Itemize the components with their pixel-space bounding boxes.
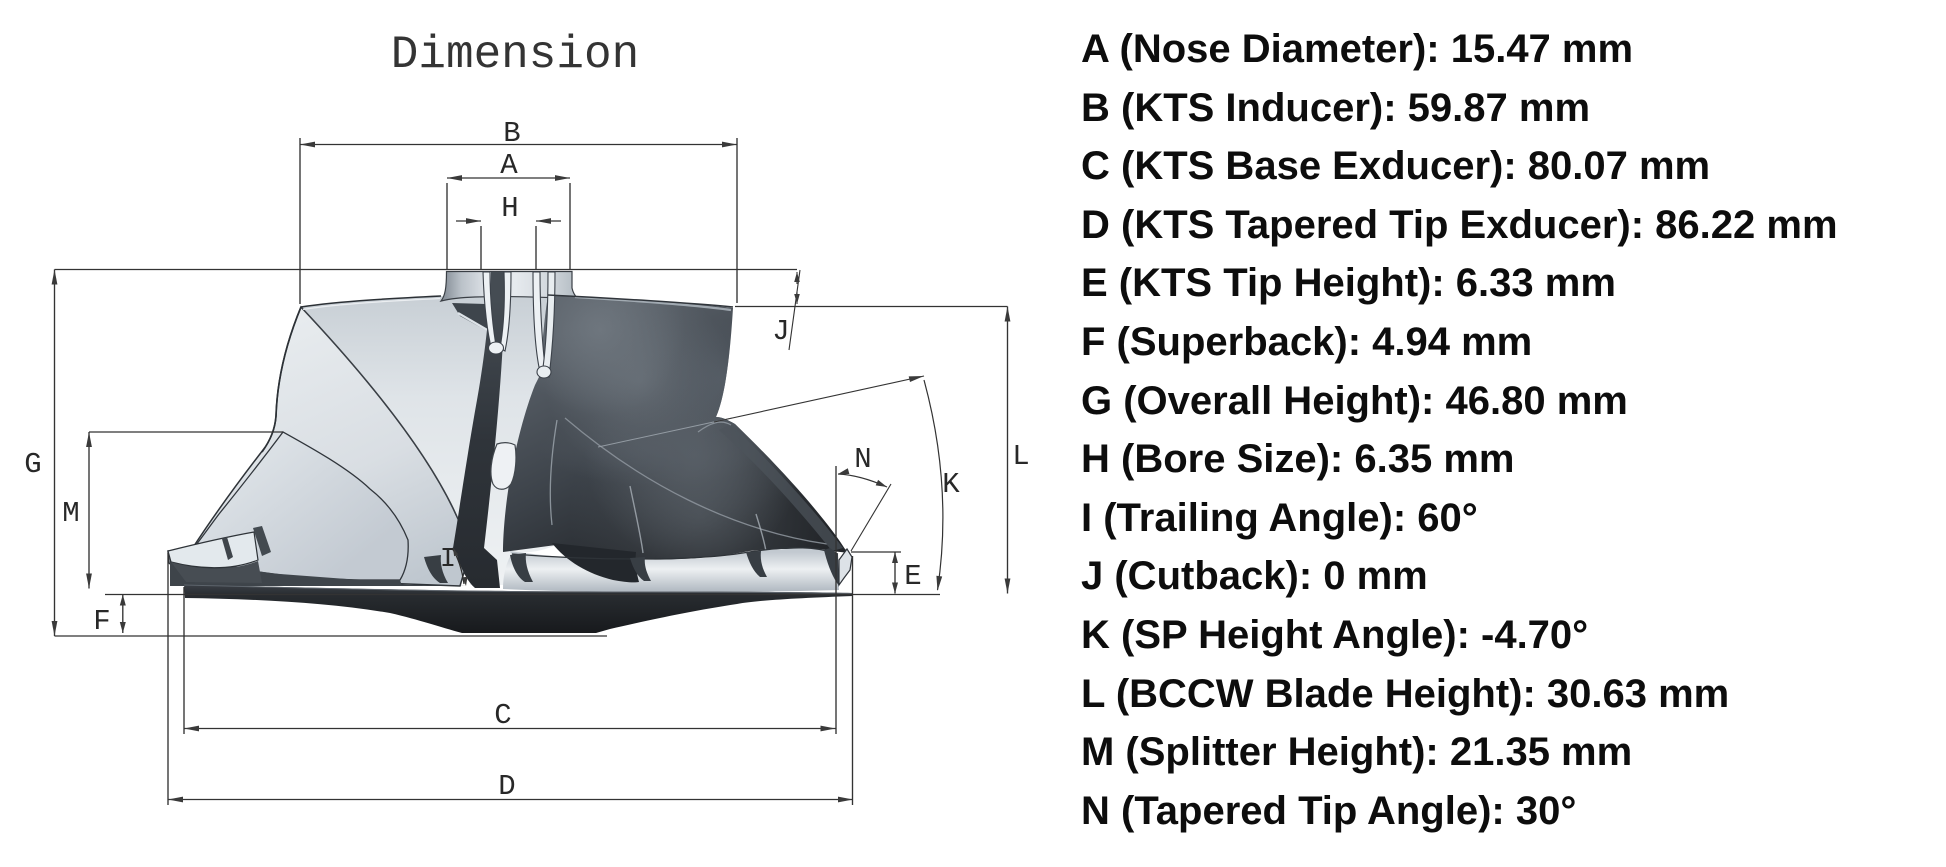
svg-text:M: M [62, 497, 79, 530]
svg-text:K: K [942, 468, 960, 501]
svg-text:D: D [498, 770, 515, 803]
svg-text:G: G [24, 448, 41, 481]
svg-text:H: H [501, 192, 518, 225]
svg-text:A: A [500, 149, 518, 182]
svg-text:F: F [93, 605, 110, 638]
svg-text:J: J [772, 315, 789, 348]
svg-text:I: I [440, 545, 456, 575]
svg-text:N: N [854, 443, 871, 476]
svg-text:Dimension: Dimension [391, 29, 639, 81]
svg-text:C: C [494, 699, 511, 732]
svg-text:L: L [1012, 440, 1029, 473]
svg-text:B: B [503, 117, 520, 150]
svg-text:E: E [904, 560, 921, 593]
